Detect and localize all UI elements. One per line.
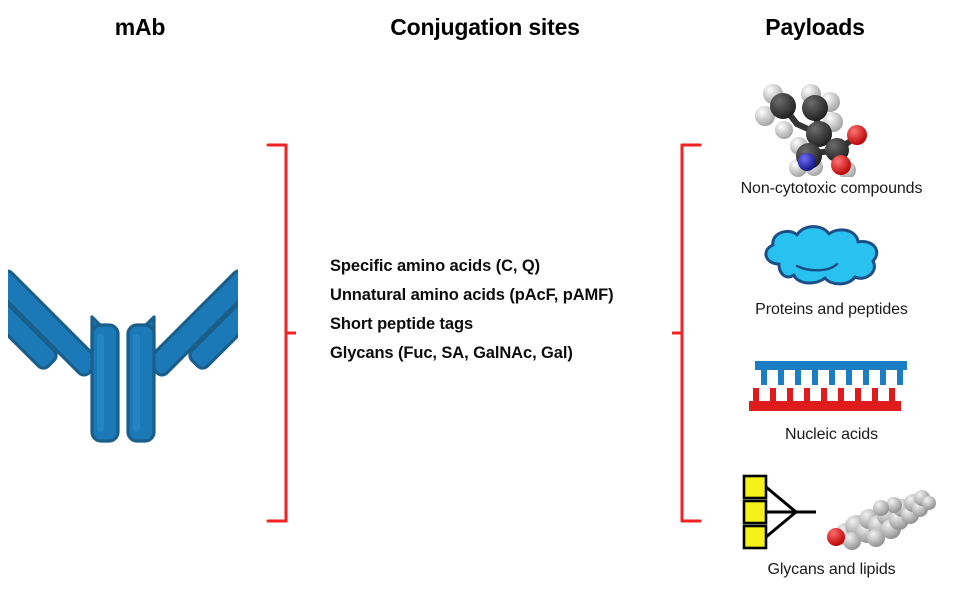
column-heading-mab: mAb [114,14,166,40]
nitrogen-atom [797,153,816,171]
conjugation-site-item: Unnatural amino acids (pAcF, pAMF) [330,286,614,304]
payload-art [724,472,939,552]
conjugation-site-item: Short peptide tags [330,315,474,333]
nucleic-red-bases [752,388,895,403]
brace-right-payloads [670,142,706,524]
payload-item: Proteins and peptides [700,222,963,320]
payload-item: Glycans and lipids [700,472,963,580]
conjugation-sites-list: Specific amino acids (C, Q) Unnatural am… [330,252,680,368]
double-strand-nucleic-acid-icon [748,361,907,411]
payload-label: Proteins and peptides [755,301,908,318]
curly-brace-left-icon [266,143,298,523]
glycan-and-lipid-icon [742,474,936,550]
antibody-highlights [97,334,140,432]
conjugation-site-item: Glycans (Fuc, SA, GalNAc, Gal) [330,344,573,362]
antibody-icon [0,269,278,443]
payload-art [737,72,927,179]
oxygen-atom-hydroxyl [830,155,851,175]
glycan-branch-lines [765,485,816,539]
payload-label: Glycans and lipids [767,561,896,578]
antibody-figure [0,235,278,460]
lipid-oxygen-atom [827,528,845,546]
curly-brace-right-icon [670,143,702,523]
oxygen-atom-carbonyl [846,125,867,145]
payload-item: Non-cytotoxic compounds [700,72,963,199]
payload-art [737,222,927,290]
antibody-fc-stem-left [90,323,120,443]
column-heading-conjugation-sites: Conjugation sites [390,14,580,40]
nucleic-red-backbone [748,401,901,411]
glycan-residue-squares [742,474,768,550]
brace-left-conjugation [262,142,298,524]
ball-and-stick-amino-acid-icon [754,84,867,179]
payload-art [737,355,927,417]
column-heading-payloads: Payloads [765,14,865,40]
conjugation-site-item: Specific amino acids (C, Q) [330,257,541,275]
payload-item: Nucleic acids [700,355,963,445]
payload-label: Non-cytotoxic compounds [740,180,923,197]
nucleic-blue-backbone [754,361,907,370]
payload-label: Nucleic acids [785,426,878,443]
protein-cloud-icon [763,225,878,286]
lipid-spacefill-model [827,490,936,550]
antibody-fc-stem-right [126,323,156,443]
nucleic-blue-bases [760,370,903,385]
